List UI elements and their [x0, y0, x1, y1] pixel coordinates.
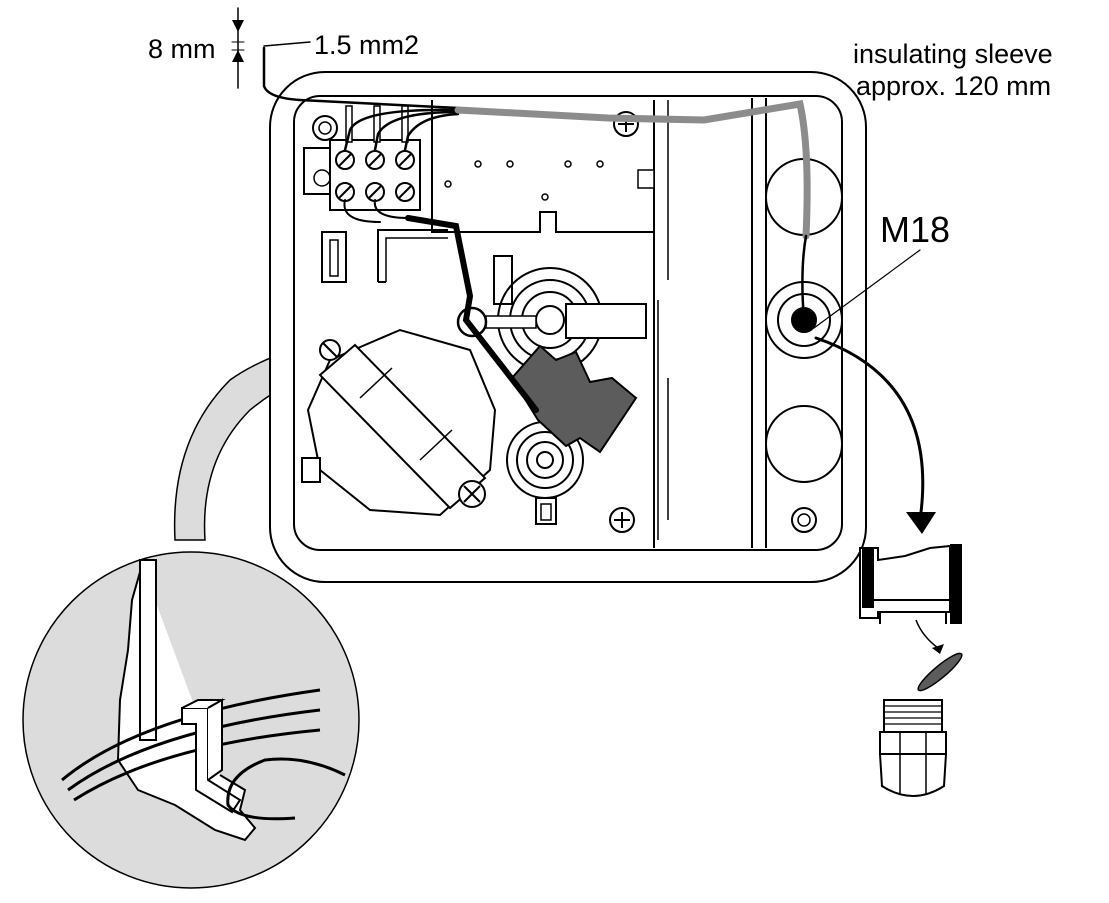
wire-cross-section-label: 1.5 mm2 — [314, 30, 420, 60]
wire-strip-length-label: 8 mm — [148, 34, 216, 64]
detail-cable-2 — [67, 708, 321, 792]
gland-seal — [917, 652, 963, 692]
drum-component — [301, 328, 497, 517]
detail-cable-3 — [73, 728, 321, 802]
terminal-block — [303, 105, 421, 211]
insulating-sleeve — [454, 99, 811, 240]
sleeve-length-label: approx. 120 mm — [856, 71, 1052, 101]
wiring — [231, 7, 936, 534]
detail-magnifier — [22, 321, 471, 889]
gland-size-label: M18 — [880, 209, 951, 250]
cable-clip — [510, 344, 638, 454]
knockout-bottom — [765, 405, 843, 483]
rotary-switch — [485, 255, 647, 373]
detail-hook — [226, 757, 346, 821]
insulating-sleeve-label: insulating sleeve — [853, 39, 1053, 69]
cable-gland — [859, 544, 963, 797]
detail-rib — [139, 559, 157, 741]
detail-cable-1 — [61, 688, 321, 782]
